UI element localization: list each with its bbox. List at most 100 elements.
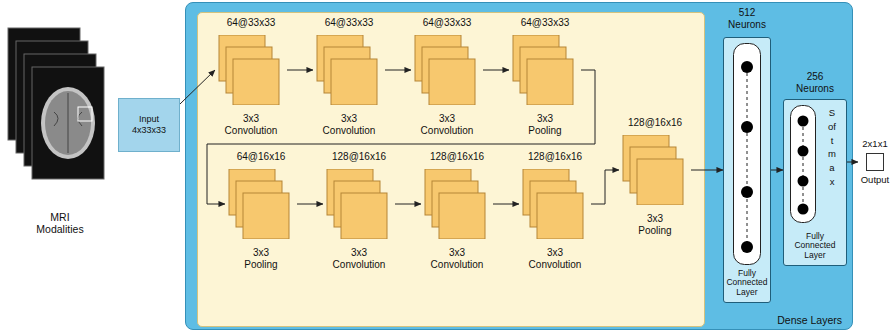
feature-map-stack <box>313 35 385 105</box>
column-outline <box>734 44 761 265</box>
layer-type: 3x3 Convolution <box>225 113 278 137</box>
dense-label-holder: Dense Layers <box>777 314 842 326</box>
connector <box>287 70 313 71</box>
connector <box>591 170 619 204</box>
neuron <box>798 146 809 157</box>
connector <box>385 70 411 71</box>
layer-size: 64@33x33 <box>509 17 581 29</box>
feature-map <box>429 59 475 105</box>
mri-slice <box>32 67 104 179</box>
layer-size: 64@33x33 <box>215 17 287 29</box>
layer-size: 64@33x33 <box>313 17 385 29</box>
layer-size: 64@33x33 <box>411 17 483 29</box>
dense-box: Fully Connected Layer <box>723 37 771 303</box>
layer-size: 128@16x16 <box>519 151 591 163</box>
feature-map <box>341 193 387 239</box>
neuron <box>741 186 753 198</box>
skull <box>41 87 95 159</box>
column-outline <box>791 106 816 223</box>
connector <box>297 204 323 205</box>
fc-label-holder: Fully Connected Layer <box>724 269 770 298</box>
layer-type: 3x3 Convolution <box>529 247 582 271</box>
layer-type: 3x3 Convolution <box>323 113 376 137</box>
input-label: Input 4x33x33 <box>132 114 166 137</box>
feature-map <box>233 59 279 105</box>
conv-block: 128@16x16 3x3 Convolution <box>323 151 395 271</box>
feature-map <box>439 193 485 239</box>
image-stack: MRI Modalities <box>5 24 115 236</box>
layer-type: 3x3 Pooling <box>638 213 671 237</box>
softmax-label: Softmax <box>827 106 837 189</box>
neuron-link <box>803 121 804 209</box>
connector <box>771 170 783 171</box>
feature-map-stack <box>421 169 493 239</box>
neuron-link <box>747 67 748 247</box>
mri-illustration <box>0 0 120 200</box>
connector <box>180 70 215 104</box>
patch-marker <box>78 107 92 121</box>
feature-map <box>527 59 573 105</box>
feature-map-stack <box>323 169 395 239</box>
neuron <box>798 176 809 187</box>
connector <box>483 70 509 71</box>
layer-name: Fully Connected Layer <box>726 269 767 298</box>
conv-block: 64@33x33 3x3 Pooling <box>509 17 581 137</box>
connector <box>493 204 519 205</box>
neuron-column <box>733 43 761 265</box>
layer-type: 3x3 Convolution <box>431 247 484 271</box>
layer-type: 3x3 Convolution <box>421 113 474 137</box>
softmax-holder: Softmax <box>822 106 842 189</box>
section-label: Dense Layers <box>777 314 842 326</box>
layer-size: 128@16x16 <box>323 151 395 163</box>
output-node: 2x1x1Output <box>858 138 892 186</box>
fc-label-holder: Fully Connected Layer <box>784 232 846 261</box>
neuron <box>798 116 809 127</box>
feature-map-stack <box>619 135 691 205</box>
layer-type: 3x3 Convolution <box>333 247 386 271</box>
conv-block: 64@33x33 3x3 Convolution <box>313 17 385 137</box>
input-box: Input 4x33x33 <box>118 98 180 152</box>
feature-map <box>637 159 683 205</box>
connector <box>691 170 723 171</box>
conv-block: 64@33x33 3x3 Convolution <box>411 17 483 137</box>
dense-layer: 512 NeuronsFully Connected Layer <box>723 7 771 303</box>
layer-type: 3x3 Pooling <box>528 113 561 137</box>
neuron <box>741 61 753 73</box>
conv-block: 64@16x16 3x3 Pooling <box>225 151 297 271</box>
connector <box>847 162 858 163</box>
neuron <box>741 121 753 133</box>
brain <box>45 91 91 155</box>
neuron <box>798 204 809 215</box>
connector <box>395 204 421 205</box>
output-square <box>866 153 884 171</box>
feature-map <box>243 193 289 239</box>
conv-block: 128@16x16 3x3 Convolution <box>421 151 493 271</box>
network-panel: Dense Layers64@33x333x3 Convolution64@33… <box>185 2 853 330</box>
feature-map-stack <box>215 35 287 105</box>
connector <box>207 70 595 204</box>
dense-box: SoftmaxFully Connected Layer <box>783 99 847 266</box>
feature-map-stack <box>411 35 483 105</box>
feature-map-stack <box>225 169 297 239</box>
layer-name: Fully Connected Layer <box>794 232 835 261</box>
layer-size: 128@16x16 <box>421 151 493 163</box>
feature-map-stack <box>519 169 591 239</box>
neuron-count: 512 Neurons <box>728 7 766 31</box>
feature-map <box>331 59 377 105</box>
layer-size: 128@16x16 <box>619 117 691 129</box>
conv-block: 128@16x16 3x3 Convolution <box>519 151 591 271</box>
neuron-column <box>790 105 816 223</box>
neuron <box>741 241 753 253</box>
brain-folds <box>54 93 82 153</box>
conv-block: 128@16x16 3x3 Pooling <box>619 117 691 237</box>
conv-block: 64@33x33 3x3 Convolution <box>215 17 287 137</box>
neuron-count: 256 Neurons <box>796 71 834 95</box>
layer-type: 3x3 Pooling <box>244 247 277 271</box>
slice-ground <box>32 67 104 179</box>
feature-map <box>537 193 583 239</box>
output-size: 2x1x1 <box>858 138 892 150</box>
dense-layer: 256 NeuronsSoftmaxFully Connected Layer <box>783 71 847 266</box>
feature-map-stack <box>509 35 581 105</box>
layer-size: 64@16x16 <box>225 151 297 163</box>
